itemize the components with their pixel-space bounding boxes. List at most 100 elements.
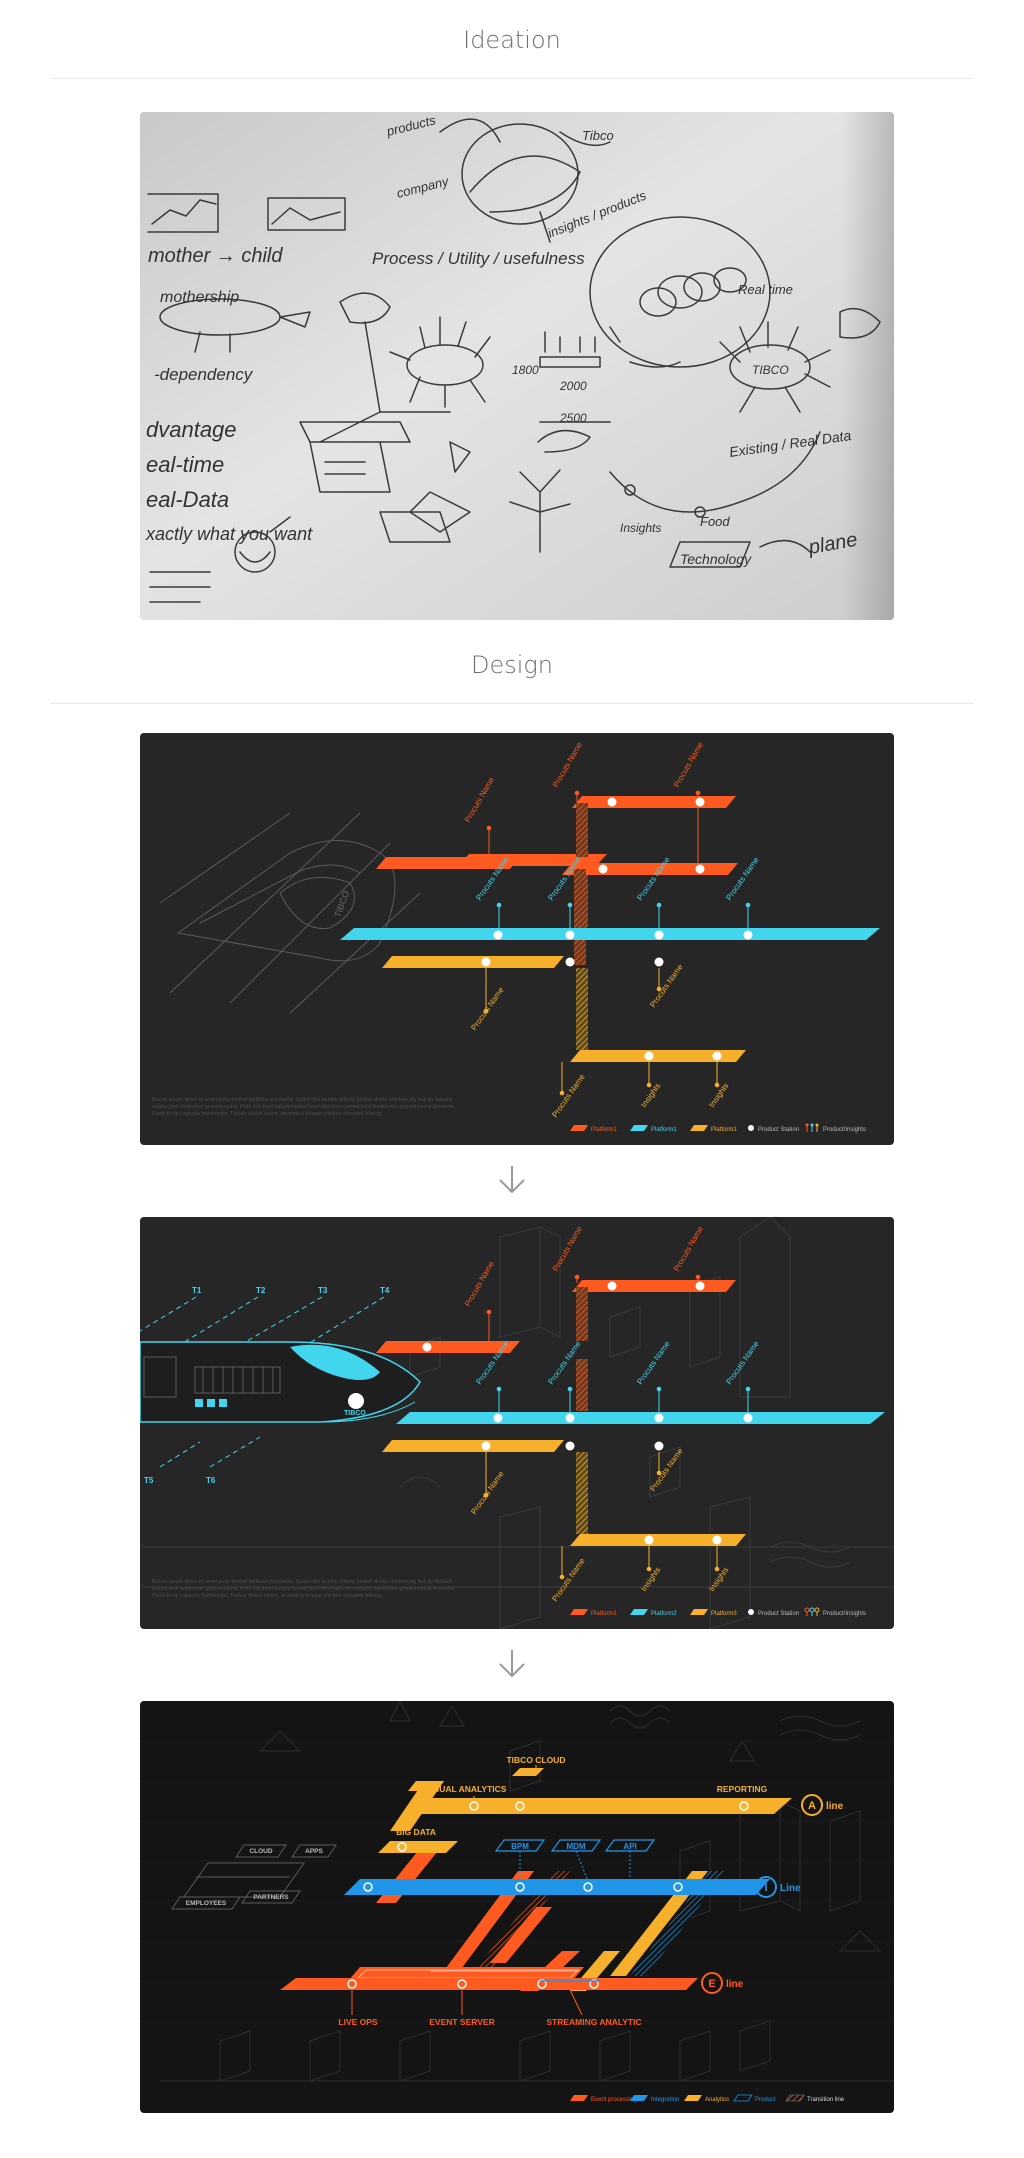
whiteboard-word: eal-Data [146, 487, 229, 512]
cyan-track [396, 1412, 885, 1424]
i-line-track [344, 1879, 770, 1895]
cyan-station [565, 1413, 575, 1423]
arrow-down-icon [499, 1166, 525, 1194]
e-line-word: line [726, 1979, 744, 1990]
bullet-train [140, 1341, 421, 1423]
ideation-title: Ideation [463, 26, 561, 54]
amber-line [382, 956, 564, 968]
legend-label: Platform1 [711, 1127, 737, 1133]
cyan-station [565, 930, 575, 940]
train-logo: TIBCO [332, 889, 351, 918]
a-line-badge: A line [801, 1794, 844, 1816]
amber-line [382, 1440, 564, 1452]
whiteboard-word: mother → child [148, 245, 283, 267]
orange-station [695, 1281, 705, 1291]
orange-station [598, 864, 608, 874]
metro-final-design: BPM MDM API CLOUD APPS EMPLOYEES PARTNER… [140, 1701, 894, 2113]
product-label: Procuts Name [463, 1259, 496, 1308]
amber-line-lower [570, 1534, 746, 1546]
visual-analytics-label: VISUAL ANALYTICS [426, 1784, 507, 1794]
legend-label: Platform1 [591, 1611, 617, 1617]
a-line-word: line [826, 1801, 844, 1812]
partners-label: PARTNERS [253, 1894, 289, 1901]
legend-label: Event processing [591, 2097, 637, 2103]
legend-label: Analytics [705, 2097, 729, 2103]
orange-connector-top [576, 803, 588, 857]
whiteboard-word: Process / Utility / usefulness [372, 249, 585, 268]
body-copy: Bacon ipsum dolor sit amet jerky brisket… [152, 1579, 455, 1599]
a-line-station [739, 1801, 749, 1811]
product-label: Procuts Name [551, 1224, 584, 1273]
amber-station [712, 1051, 722, 1061]
product-label: Procuts Name [672, 1224, 705, 1273]
live-ops-label: LIVE OPS [338, 2017, 378, 2027]
i-line-word: Line [780, 1883, 801, 1894]
whiteboard-photo: products Tibco company insights / produc… [140, 112, 894, 620]
orange-middle-line [348, 1967, 584, 1981]
legend: Event processing Integretion Analytics P… [570, 2094, 845, 2103]
e-line-station [457, 1979, 467, 1989]
e-line-station [347, 1979, 357, 1989]
a-line-letter: A [808, 1800, 816, 1812]
track-label: T5 [144, 1476, 154, 1485]
whiteboard-word: 2500 [559, 411, 587, 425]
amber-station [481, 1441, 491, 1451]
amber-line-lower [570, 1050, 746, 1062]
whiteboard-word: -dependency [154, 365, 254, 384]
product-label: Procuts Name [469, 985, 506, 1032]
transition-connectors [376, 1781, 726, 1991]
cyan-station [743, 1413, 753, 1423]
cyan-station [654, 1413, 664, 1423]
orange-station [695, 864, 705, 874]
a-line-small-top [512, 1768, 544, 1776]
legend-label: Platform1 [591, 1127, 617, 1133]
orange-connector [576, 875, 588, 927]
product-label: Procuts Name [551, 740, 584, 789]
big-data-label: BIG DATA [396, 1827, 436, 1837]
metro-sketch-v1: TIBCO [140, 733, 894, 1145]
track-label: T4 [380, 1286, 390, 1295]
cloud-label: CLOUD [249, 1848, 272, 1855]
e-line-station [589, 1979, 599, 1989]
mdm-label: MDM [566, 1842, 585, 1851]
orange-station [695, 797, 705, 807]
track-label: T2 [256, 1286, 266, 1295]
i-line-station [363, 1882, 373, 1892]
event-server-label: EVENT SERVER [429, 2017, 495, 2027]
legend-label: Product Station [758, 1611, 799, 1617]
product-label: Procuts Name [635, 855, 672, 902]
product-label: Procuts Name [724, 855, 761, 902]
track-label: T1 [192, 1286, 202, 1295]
cyan-station [743, 930, 753, 940]
orange-line-short [376, 857, 520, 869]
i-line-station [515, 1882, 525, 1892]
legend-label: Product [755, 2097, 776, 2103]
amber-station [654, 957, 664, 967]
product-label: Procuts Name [550, 1556, 587, 1603]
legend-label: Product/Insights [823, 1611, 866, 1617]
a-line-track [412, 1798, 792, 1814]
orange-line-top [572, 1280, 736, 1292]
a-line-station [515, 1801, 525, 1811]
whiteboard-word: xactly what you want [145, 524, 313, 544]
legend-label: Platform3 [711, 1611, 737, 1617]
legend: Platform1 Platform1 Platform1 Product St… [570, 1123, 866, 1133]
ideation-divider [50, 78, 974, 79]
legend-label: Platform2 [651, 1611, 677, 1617]
orange-line-short [376, 1341, 520, 1353]
apps-label: APPS [305, 1848, 323, 1855]
legend-label: Product/Insights [823, 1127, 866, 1133]
big-data-station [397, 1842, 407, 1852]
big-data-track [378, 1841, 458, 1853]
orange-connector-top [576, 1287, 588, 1341]
orange-station [422, 1342, 432, 1352]
a-line-station [469, 1801, 479, 1811]
amber-connector [576, 968, 588, 1050]
amber-station [644, 1535, 654, 1545]
orange-station [607, 797, 617, 807]
legend-label: Integretion [651, 2097, 679, 2103]
amber-station [565, 1441, 575, 1451]
cyan-station [493, 1413, 503, 1423]
track-label: T6 [206, 1476, 216, 1485]
legend-label: Platform1 [651, 1127, 677, 1133]
